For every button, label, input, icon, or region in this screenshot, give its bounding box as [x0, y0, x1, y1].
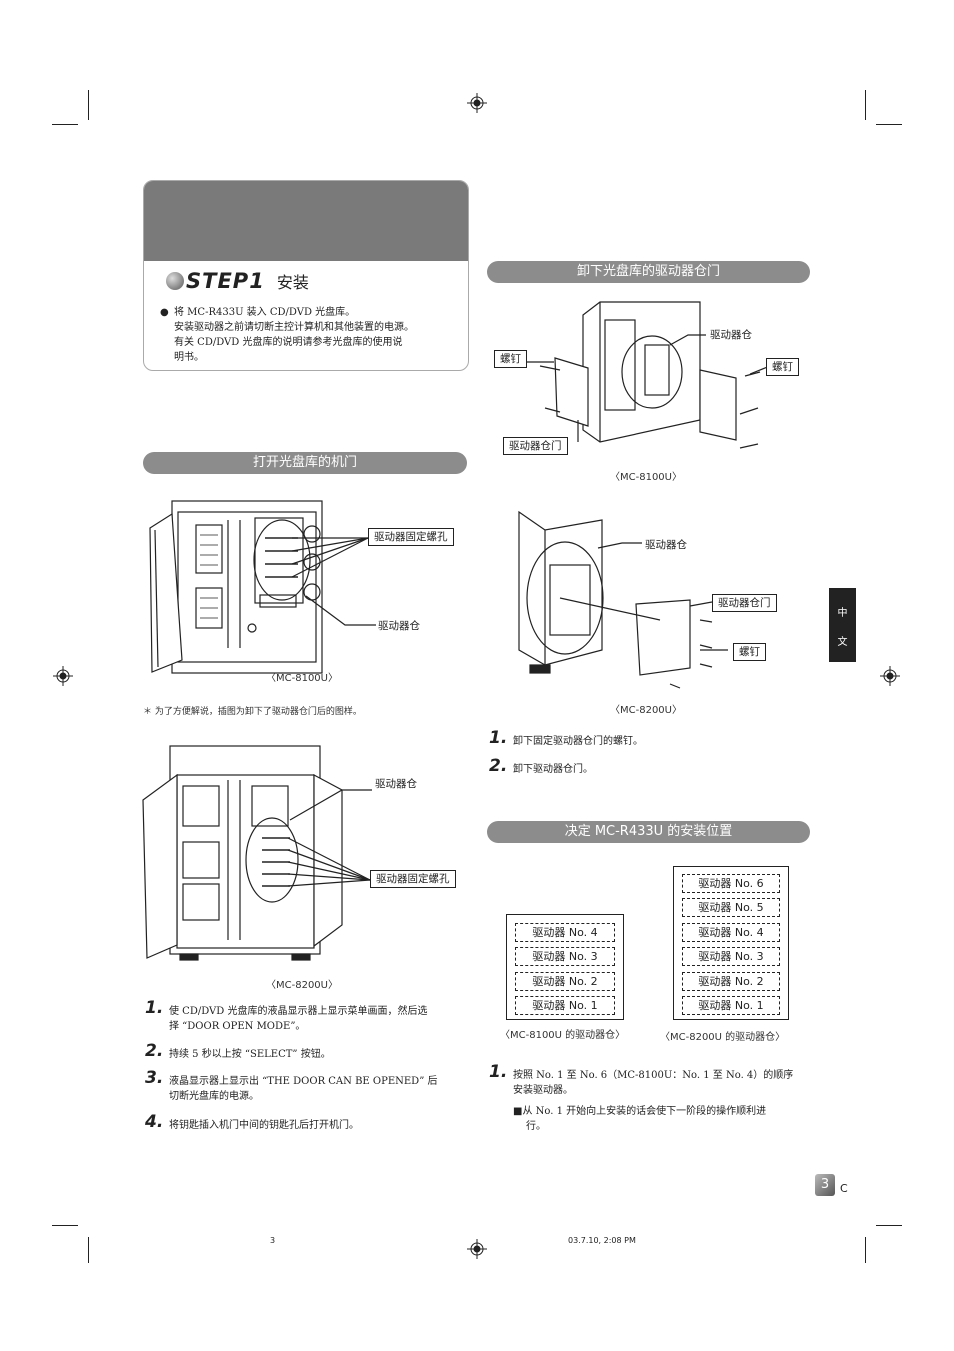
- step-text-line: 卸下驱动器仓门。: [513, 764, 593, 775]
- step-text-line: 使 CD/DVD 光盘库的液晶显示器上显示菜单画面，然后选: [169, 1006, 428, 1017]
- label-drive-bay: 驱动器仓: [710, 329, 752, 341]
- step-word: STEP: [186, 269, 250, 293]
- step-text: 将钥匙插入机门中间的钥匙孔后打开机门。: [169, 1118, 359, 1133]
- step-line: 明书。: [174, 352, 204, 363]
- label-screw: 螺钉: [766, 358, 799, 376]
- step-label: 安装: [276, 273, 309, 292]
- side-tab-char: 文: [837, 637, 848, 648]
- footer-page: 3: [270, 1236, 276, 1245]
- tip-line: 行。: [526, 1121, 546, 1132]
- label-mounting-holes: 驱动器固定螺孔: [370, 870, 456, 888]
- bay-diagram-mc8200u: 驱动器 No. 6 驱动器 No. 5 驱动器 No. 4 驱动器 No. 3 …: [673, 866, 789, 1020]
- bay-slot: 驱动器 No. 3: [682, 947, 780, 966]
- step-text-line: 液晶显示器上显示出 “THE DOOR CAN BE OPENED” 后: [169, 1076, 438, 1087]
- bay-slot: 驱动器 No. 5: [682, 898, 780, 917]
- step-number: 1.: [145, 998, 164, 1018]
- step-text: 持续 5 秒以上按 “SELECT” 按钮。: [169, 1047, 331, 1062]
- label-screw: 螺钉: [494, 350, 527, 368]
- crop-mark: [88, 1237, 89, 1263]
- bay-slot: 驱动器 No. 2: [682, 972, 780, 991]
- bay-slot: 驱动器 No. 4: [515, 923, 615, 942]
- tip-line: 从 No. 1 开始向上安装的话会使下一阶段的操作顺利进: [522, 1106, 767, 1117]
- step-text-line: 切断光盘库的电源。: [169, 1091, 259, 1102]
- label-mounting-holes: 驱动器固定螺孔: [368, 528, 454, 546]
- label-drive-bay: 驱动器仓: [645, 539, 687, 551]
- bay-caption-mc8200u: 〈MC-8200U 的驱动器仓〉: [660, 1032, 786, 1043]
- footer-timestamp: 03.7.10, 2:08 PM: [568, 1236, 636, 1245]
- step-header-band: [144, 181, 468, 261]
- label-bay-door: 驱动器仓门: [503, 437, 568, 455]
- square-bullet-icon: ■: [513, 1106, 523, 1117]
- step-text-line: 持续 5 秒以上按 “SELECT” 按钮。: [169, 1049, 331, 1060]
- step-number: 1.: [489, 728, 508, 748]
- step-line: 将 MC-R433U 装入 CD/DVD 光盘库。: [174, 307, 356, 318]
- label-bay-door: 驱动器仓门: [712, 594, 777, 612]
- figure-caption: 〈MC-8100U〉: [266, 673, 338, 684]
- step-ball-icon: [166, 272, 184, 290]
- crop-mark: [876, 1225, 902, 1226]
- bay-slot: 驱动器 No. 2: [515, 972, 615, 991]
- bay-slot: 驱动器 No. 6: [682, 874, 780, 893]
- bay-slot: 驱动器 No. 3: [515, 947, 615, 966]
- section-heading-remove-door: 卸下光盘库的驱动器仓门: [487, 261, 810, 283]
- step-number: 1.: [489, 1062, 508, 1082]
- step-panel: STEP 1 安装 ● 将 MC-R433U 装入 CD/DVD 光盘库。 安装…: [143, 180, 469, 371]
- page-suffix: C: [840, 1182, 848, 1195]
- step-line: 有关 CD/DVD 光盘库的说明请参考光盘库的使用说: [174, 337, 403, 348]
- label-drive-bay: 驱动器仓: [375, 778, 417, 790]
- step-text-line: 按照 No. 1 至 No. 6（MC-8100U：No. 1 至 No. 4）…: [513, 1070, 794, 1081]
- figure-caption: 〈MC-8200U〉: [266, 980, 338, 991]
- step-text: 卸下固定驱动器仓门的螺钉。: [513, 734, 643, 749]
- step-title: STEP 1 安装: [166, 269, 309, 293]
- step-line: 安装驱动器之前请切断主控计算机和其他装置的电源。: [174, 322, 414, 333]
- illustration-note: ＊ 为了方便解说，插图为卸下了驱动器仓门后的图样。: [143, 707, 362, 717]
- step-text-line: 将钥匙插入机门中间的钥匙孔后打开机门。: [169, 1120, 359, 1131]
- step-number: 2.: [489, 756, 508, 776]
- crop-mark: [52, 1225, 78, 1226]
- step-description: ● 将 MC-R433U 装入 CD/DVD 光盘库。 安装驱动器之前请切断主控…: [160, 305, 452, 365]
- figure-caption: 〈MC-8200U〉: [610, 705, 682, 716]
- step-text-line: 安装驱动器。: [513, 1085, 573, 1096]
- bay-diagram-mc8100u: 驱动器 No. 4 驱动器 No. 3 驱动器 No. 2 驱动器 No. 1: [506, 914, 624, 1020]
- step-text: 使 CD/DVD 光盘库的液晶显示器上显示菜单画面，然后选 择 “DOOR OP…: [169, 1004, 427, 1034]
- step-number: 4.: [145, 1112, 164, 1132]
- crop-mark: [865, 90, 866, 120]
- bay-caption-mc8100u: 〈MC-8100U 的驱动器仓〉: [500, 1030, 626, 1041]
- label-screw: 螺钉: [733, 643, 766, 661]
- step-text-line: 卸下固定驱动器仓门的螺钉。: [513, 736, 643, 747]
- tip: ■从 No. 1 开始向上安装的话会使下一阶段的操作顺利进 行。: [513, 1104, 766, 1134]
- step-number: 3.: [145, 1068, 164, 1088]
- crop-mark: [865, 1237, 866, 1263]
- label-drive-bay: 驱动器仓: [378, 620, 420, 632]
- bay-slot: 驱动器 No. 4: [682, 923, 780, 942]
- bay-slot: 驱动器 No. 1: [682, 996, 780, 1015]
- step-text: 卸下驱动器仓门。: [513, 762, 593, 777]
- figure-caption: 〈MC-8100U〉: [610, 472, 682, 483]
- section-heading-open-door: 打开光盘库的机门: [143, 452, 467, 474]
- step-text: 按照 No. 1 至 No. 6（MC-8100U：No. 1 至 No. 4）…: [513, 1068, 793, 1098]
- page-number-badge: 3: [815, 1174, 835, 1196]
- bay-slot: 驱动器 No. 1: [515, 996, 615, 1015]
- language-side-tab: 中 文: [829, 588, 856, 662]
- crop-mark: [52, 124, 78, 125]
- step-number: 2.: [145, 1041, 164, 1061]
- section-heading-install-position: 决定 MC-R433U 的安装位置: [487, 821, 810, 843]
- bullet-icon: ●: [160, 307, 169, 318]
- crop-mark: [88, 90, 89, 120]
- step-text: 液晶显示器上显示出 “THE DOOR CAN BE OPENED” 后 切断光…: [169, 1074, 438, 1104]
- crop-mark: [876, 124, 902, 125]
- side-tab-char: 中: [837, 608, 848, 619]
- step-number: 1: [249, 269, 265, 293]
- step-text-line: 择 “DOOR OPEN MODE”。: [169, 1021, 306, 1032]
